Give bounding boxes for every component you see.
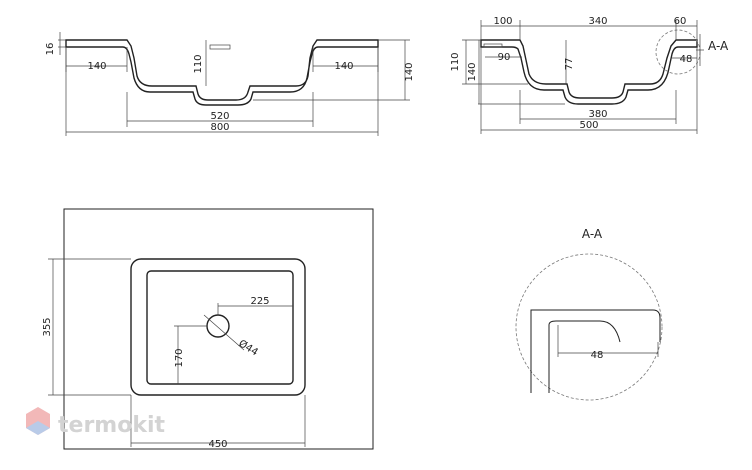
brand-name: termokit xyxy=(58,413,165,438)
side-overflow-slot xyxy=(483,43,503,48)
front-thickness-label: 16 xyxy=(45,43,56,56)
side-depth-110-label: 110 xyxy=(450,52,461,71)
side-section-label: A-A xyxy=(708,39,729,53)
side-bowl-length-label: 340 xyxy=(588,16,607,27)
front-rim-right-label: 140 xyxy=(334,61,353,72)
detail-title: A-A xyxy=(582,227,603,241)
side-drain-depth-label: 77 xyxy=(564,58,575,71)
detail-width-label: 48 xyxy=(591,350,604,361)
section-marker-circle xyxy=(655,29,701,75)
front-total-width-label: 800 xyxy=(210,122,229,133)
top-drain-offset-y-label: 170 xyxy=(174,348,185,367)
side-back-edge-label: 100 xyxy=(493,16,512,27)
front-bowl-width-label: 520 xyxy=(210,111,229,122)
side-view-outline xyxy=(480,39,698,105)
detail-view: A-A 48 xyxy=(515,227,663,401)
detail-inner-profile xyxy=(548,320,621,393)
top-bowl-width-label: 450 xyxy=(208,439,227,450)
side-height-140-label: 140 xyxy=(467,62,478,81)
termokit-logo-icon xyxy=(26,407,50,435)
detail-circle xyxy=(515,253,663,401)
side-section-width-label: 48 xyxy=(680,54,693,65)
top-countertop-outline xyxy=(63,208,374,450)
detail-outer-profile xyxy=(530,309,661,393)
top-drain-offset-x-label: 225 xyxy=(250,296,269,307)
side-total-length-label: 500 xyxy=(579,120,598,131)
side-bottom-length-label: 380 xyxy=(588,109,607,120)
front-bowl-depth-label: 110 xyxy=(193,54,204,73)
front-total-height-label: 140 xyxy=(404,62,415,81)
front-rim-left-label: 140 xyxy=(87,61,106,72)
side-front-edge-label: 60 xyxy=(674,16,687,27)
termokit-watermark: termokit xyxy=(26,407,165,438)
top-bowl-height-label: 355 xyxy=(42,317,53,336)
front-view-outline xyxy=(65,39,379,106)
top-view: 225 Ø44 170 355 450 xyxy=(42,208,374,450)
side-back-offset-label: 90 xyxy=(498,52,511,63)
front-overflow-slot xyxy=(209,44,231,50)
side-view: 100 340 60 90 77 110 140 48 A-A 380 500 xyxy=(450,16,729,134)
front-view: 16 140 140 110 140 520 800 xyxy=(45,32,415,136)
